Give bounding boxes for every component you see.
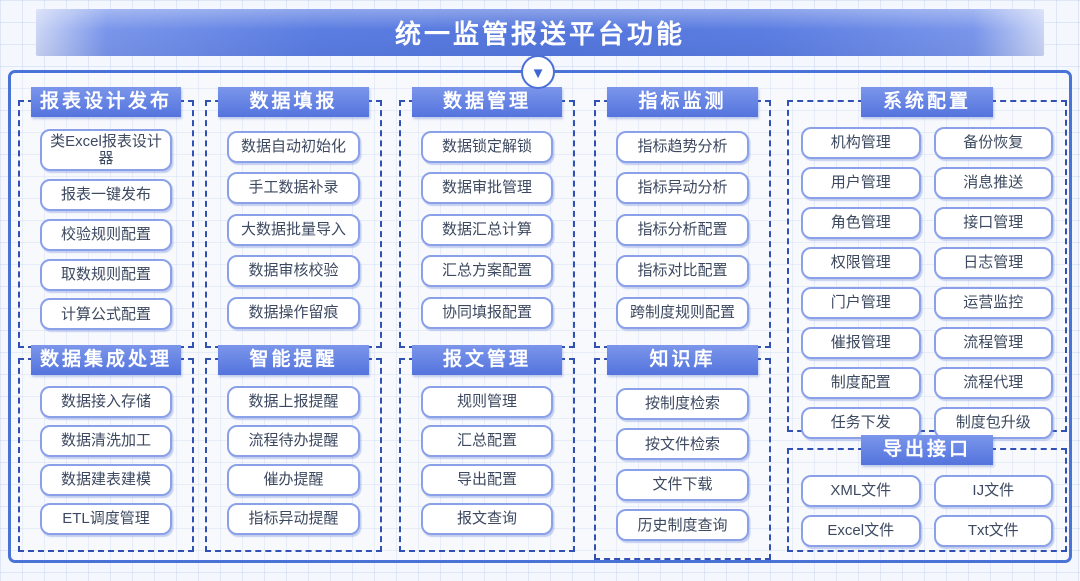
function-item: 流程待办提醒 xyxy=(227,425,360,457)
function-item: 指标趋势分析 xyxy=(616,130,749,163)
function-item: 报表一键发布 xyxy=(40,179,172,211)
group-system-config: 系统配置 机构管理备份恢复用户管理消息推送角色管理接口管理权限管理日志管理门户管… xyxy=(787,87,1067,439)
group-items: 数据自动初始化手工数据补录大数据批量导入数据审核校验数据操作留痕 xyxy=(207,117,380,346)
function-item: 数据审批管理 xyxy=(421,172,553,204)
group-knowledge-base: 知识库 按制度检索按文件检索文件下载历史制度查询 xyxy=(594,345,771,560)
function-item: 数据上报提醒 xyxy=(227,386,360,418)
group-title: 数据集成处理 xyxy=(31,345,181,375)
function-item: Excel文件 xyxy=(801,515,921,547)
function-item: 流程管理 xyxy=(933,327,1053,359)
function-item: 日志管理 xyxy=(933,247,1053,279)
group-items: 规则管理汇总配置导出配置报文查询 xyxy=(401,375,573,550)
arrow-marker: ▼ xyxy=(521,55,555,89)
function-item: 文件下载 xyxy=(616,468,749,501)
group-data-integration: 数据集成处理 数据接入存储数据清洗加工数据建表建模 ETL调度管理 xyxy=(18,345,194,552)
group-items: 按制度检索按文件检索文件下载历史制度查询 xyxy=(596,375,769,558)
group-title: 知识库 xyxy=(607,345,758,375)
function-item: 机构管理 xyxy=(801,127,921,159)
function-item: 手工数据补录 xyxy=(227,172,360,204)
group-items: XML文件 IJ文件 Excel文件 Txt文件 xyxy=(789,465,1065,557)
group-items: 数据接入存储数据清洗加工数据建表建模 ETL调度管理 xyxy=(20,375,192,550)
function-item: 汇总方案配置 xyxy=(421,255,553,287)
group-title: 系统配置 xyxy=(861,87,993,117)
function-item: 数据操作留痕 xyxy=(227,296,360,329)
function-item: IJ文件 xyxy=(933,475,1053,507)
function-item: 消息推送 xyxy=(933,167,1053,199)
function-item: 流程代理 xyxy=(933,367,1053,399)
page-title: 统一监管报送平台功能 xyxy=(36,9,1044,56)
function-item: 大数据批量导入 xyxy=(227,213,360,246)
function-item: 制度配置 xyxy=(801,367,921,399)
group-title: 数据管理 xyxy=(412,87,562,117)
group-export-interface: 导出接口 XML文件 IJ文件 Excel文件 Txt文件 xyxy=(787,435,1067,552)
function-item: 指标对比配置 xyxy=(616,255,749,287)
function-item: 数据自动初始化 xyxy=(227,130,360,163)
function-item: 指标分析配置 xyxy=(616,213,749,246)
function-item: 催报管理 xyxy=(801,327,921,359)
function-item: 指标异动分析 xyxy=(616,172,749,204)
function-item: 数据审核校验 xyxy=(227,255,360,287)
function-item: 计算公式配置 xyxy=(40,298,172,331)
function-item: 用户管理 xyxy=(801,167,921,199)
group-items: 数据上报提醒流程待办提醒催办提醒指标异动提醒 xyxy=(207,375,380,550)
function-item: 校验规则配置 xyxy=(40,218,172,251)
function-item: 任务下发 xyxy=(801,407,921,439)
function-item: 类Excel报表设计器 xyxy=(40,128,172,172)
function-item: 门户管理 xyxy=(801,287,921,319)
function-item: 取数规则配置 xyxy=(40,258,172,291)
function-item: 指标异动提醒 xyxy=(227,503,360,535)
function-item: Txt文件 xyxy=(933,515,1053,547)
function-item: 按文件检索 xyxy=(616,428,749,461)
group-data-management: 数据管理 数据锁定解锁数据审批管理数据汇总计算汇总方案配置协同填报配置 xyxy=(399,87,575,348)
function-item: ETL调度管理 xyxy=(40,503,172,535)
function-item: 导出配置 xyxy=(421,464,553,496)
function-item: 数据建表建模 xyxy=(40,464,172,496)
function-item: 数据汇总计算 xyxy=(421,213,553,246)
group-items: 类Excel报表设计器报表一键发布校验规则配置取数规则配置计算公式配置 xyxy=(20,117,192,346)
function-item: 运营监控 xyxy=(933,287,1053,319)
group-smart-reminder: 智能提醒 数据上报提醒流程待办提醒催办提醒指标异动提醒 xyxy=(205,345,382,552)
function-item: 跨制度规则配置 xyxy=(616,296,749,329)
group-items: 指标趋势分析指标异动分析指标分析配置指标对比配置跨制度规则配置 xyxy=(596,117,769,346)
group-title: 导出接口 xyxy=(861,435,993,465)
function-item: 备份恢复 xyxy=(933,127,1053,159)
group-title: 指标监测 xyxy=(607,87,758,117)
function-item: 报文查询 xyxy=(421,503,553,535)
function-item: 数据接入存储 xyxy=(40,386,172,418)
function-item: 数据清洗加工 xyxy=(40,425,172,457)
group-report-design-publish: 报表设计发布 类Excel报表设计器报表一键发布校验规则配置取数规则配置计算公式… xyxy=(18,87,194,348)
group-items: 数据锁定解锁数据审批管理数据汇总计算汇总方案配置协同填报配置 xyxy=(401,117,573,346)
function-item: 制度包升级 xyxy=(933,407,1053,439)
function-item: 催办提醒 xyxy=(227,464,360,496)
function-item: 数据锁定解锁 xyxy=(421,130,553,163)
function-item: 历史制度查询 xyxy=(616,509,749,542)
function-item: 接口管理 xyxy=(933,207,1053,239)
function-item: 协同填报配置 xyxy=(421,296,553,329)
group-items: 机构管理备份恢复用户管理消息推送角色管理接口管理权限管理日志管理门户管理运营监控… xyxy=(789,117,1065,449)
function-item: 汇总配置 xyxy=(421,425,553,457)
function-item: 权限管理 xyxy=(801,247,921,279)
group-title: 智能提醒 xyxy=(218,345,369,375)
function-item: XML文件 xyxy=(801,475,921,507)
group-data-filling: 数据填报 数据自动初始化手工数据补录大数据批量导入数据审核校验数据操作留痕 xyxy=(205,87,382,348)
function-item: 规则管理 xyxy=(421,386,553,418)
group-message-management: 报文管理 规则管理汇总配置导出配置报文查询 xyxy=(399,345,575,552)
group-title: 数据填报 xyxy=(218,87,369,117)
group-title: 报文管理 xyxy=(412,345,562,375)
chevron-down-icon: ▼ xyxy=(530,64,546,82)
function-item: 按制度检索 xyxy=(616,387,749,420)
function-item: 角色管理 xyxy=(801,207,921,239)
group-indicator-monitoring: 指标监测 指标趋势分析指标异动分析指标分析配置指标对比配置跨制度规则配置 xyxy=(594,87,771,348)
group-title: 报表设计发布 xyxy=(31,87,181,117)
